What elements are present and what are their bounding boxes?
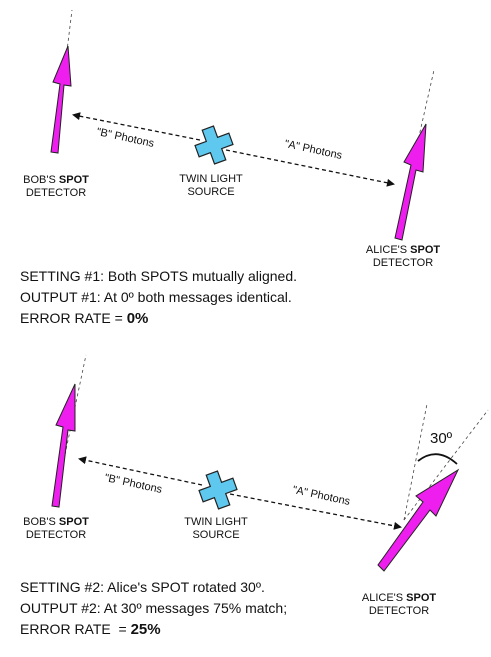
setting-line-1: SETTING #1: Both SPOTS mutually aligned. (20, 268, 298, 284)
setting-line-2: SETTING #2: Alice's SPOT rotated 30º. (20, 579, 265, 595)
source-line1: TWIN LIGHT (184, 516, 248, 528)
rotation-angle-label: 30º (430, 430, 453, 447)
alice-spot-arrow-1 (394, 123, 427, 241)
alice-rotated-axis-2 (403, 409, 489, 521)
bob-label-prefix: BOB'S (23, 516, 56, 528)
b-photon-path-1 (72, 112, 201, 141)
alice-label-line2: DETECTOR (372, 257, 434, 269)
error-prefix-2: ERROR RATE = (20, 621, 131, 637)
source-label-2: TWIN LIGHT SOURCE (171, 516, 261, 542)
source-label-1: TWIN LIGHT SOURCE (166, 173, 256, 199)
error-prefix-1: ERROR RATE = (20, 310, 127, 326)
bob-detector-label-2: BOB'S SPOT DETECTOR (16, 516, 96, 542)
alice-label-bold: SPOT (406, 592, 437, 604)
rotation-angle-arc (417, 453, 458, 465)
bob-axis-line-1 (54, 9, 73, 149)
bob-label-bold: SPOT (58, 174, 89, 186)
alice-detector-label-2: ALICE'S SPOT DETECTOR (356, 592, 442, 618)
output-line-2: OUTPUT #2: At 30º messages 75% match; (20, 600, 288, 616)
error-rate-line-1: ERROR RATE = 0% (20, 308, 297, 329)
alice-spot-arrow-2 (377, 468, 460, 572)
twin-light-source-2 (198, 470, 238, 510)
output-line-1: OUTPUT #1: At 0º both messages identical… (20, 289, 292, 305)
source-line2: SOURCE (192, 529, 240, 541)
error-value-2: 25% (130, 621, 161, 638)
alice-label-prefix: ALICE'S (361, 592, 404, 604)
bob-label-prefix: BOB'S (23, 174, 56, 186)
bob-label-line2: DETECTOR (25, 529, 87, 541)
alice-label-prefix: ALICE'S (365, 244, 408, 256)
setting-text-2: SETTING #2: Alice's SPOT rotated 30º. OU… (20, 577, 287, 640)
bob-spot-arrow-2 (51, 383, 76, 508)
alice-detector-label-1: ALICE'S SPOT DETECTOR (360, 244, 446, 270)
error-value-1: 0% (126, 310, 149, 327)
bob-spot-arrow-1 (50, 45, 72, 154)
source-line1: TWIN LIGHT (179, 173, 243, 185)
bob-detector-label-1: BOB'S SPOT DETECTOR (16, 174, 96, 200)
twin-light-source-1 (194, 125, 234, 165)
bob-label-line2: DETECTOR (25, 187, 87, 199)
alice-original-axis-2 (403, 403, 428, 521)
alice-label-line2: DETECTOR (368, 605, 430, 617)
alice-label-bold: SPOT (410, 244, 441, 256)
setting-text-1: SETTING #1: Both SPOTS mutually aligned.… (20, 266, 297, 329)
source-line2: SOURCE (187, 186, 235, 198)
error-rate-line-2: ERROR RATE = 25% (20, 619, 287, 640)
a-photon-path-2 (229, 493, 402, 530)
a-photon-path-1 (225, 149, 395, 187)
bob-label-bold: SPOT (58, 516, 89, 528)
